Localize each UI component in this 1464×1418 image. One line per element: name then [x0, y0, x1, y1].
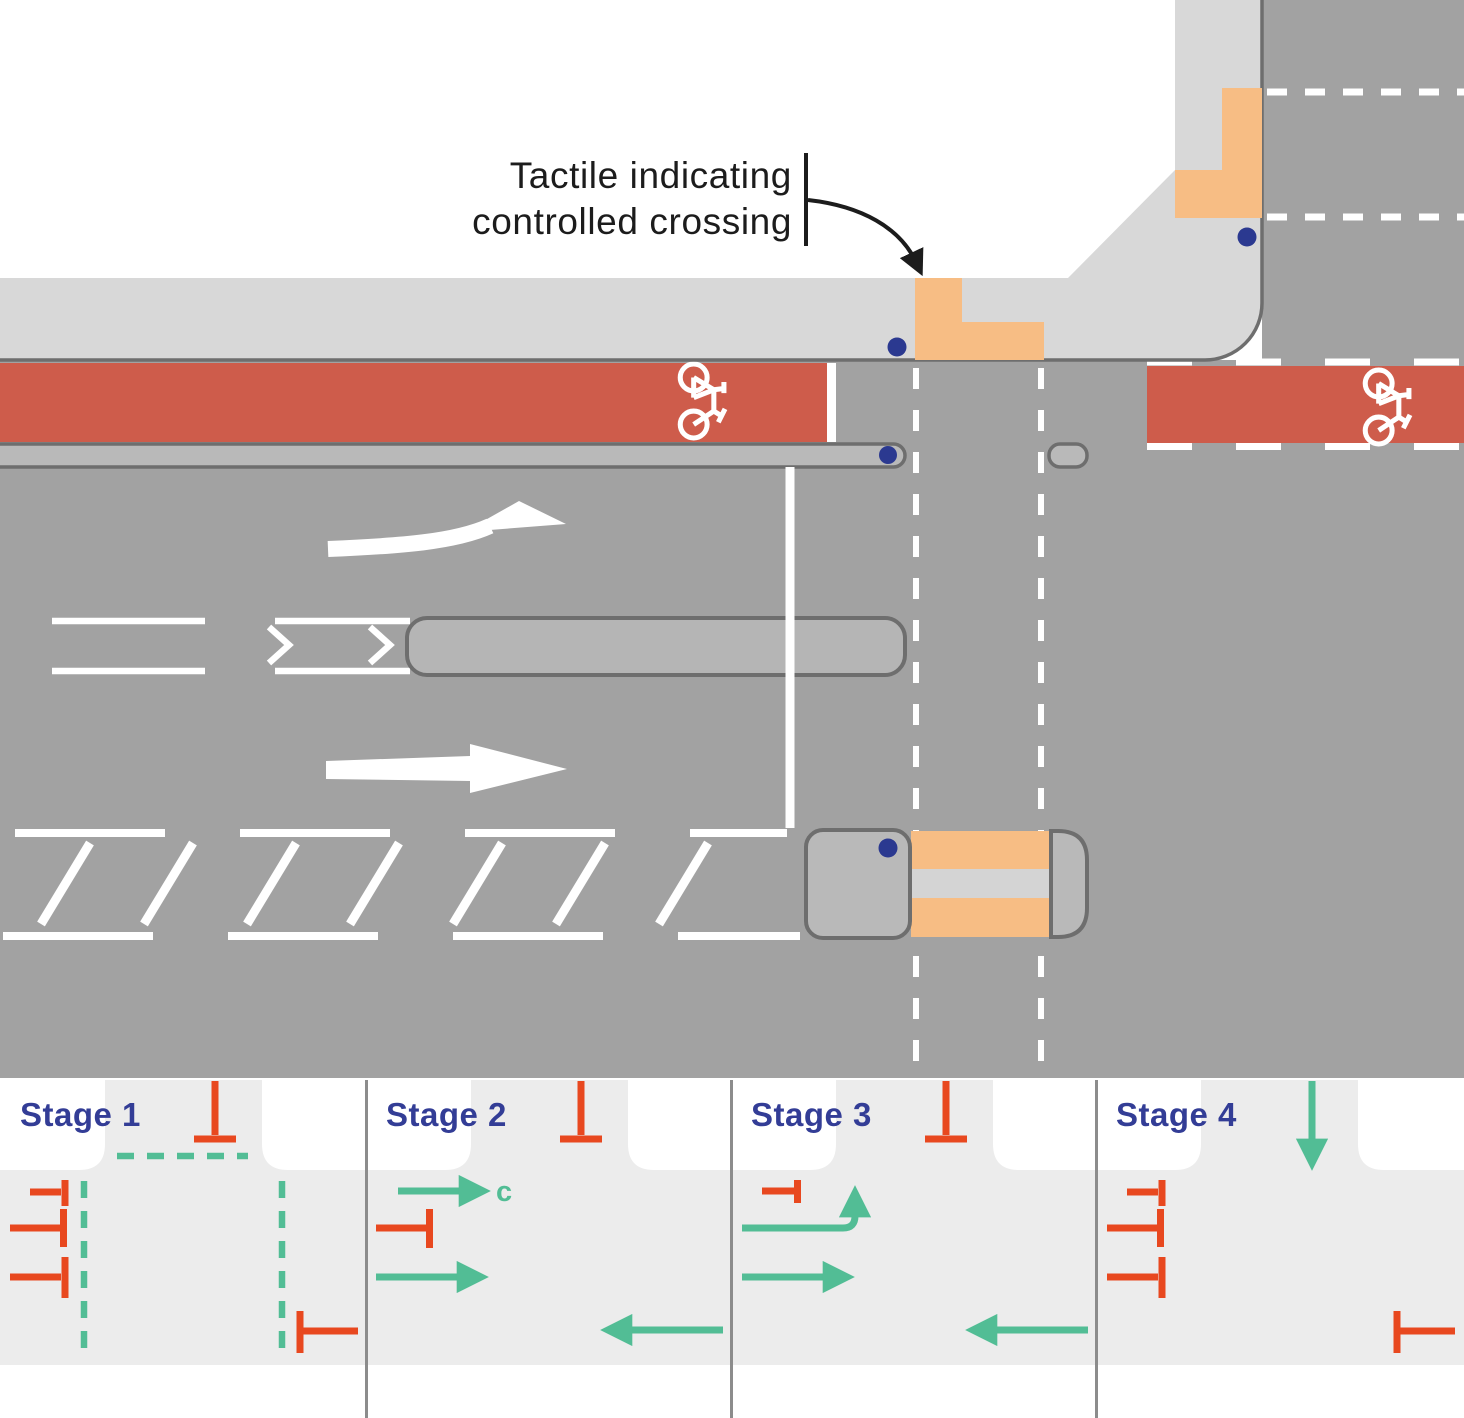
panel-dividers: [365, 1080, 1098, 1418]
stage-road-columns: [79, 1080, 1384, 1172]
stage-1-panel: Stage 1: [10, 1081, 358, 1353]
leader-arrow: [807, 198, 924, 277]
cycle-lane-buffer: [0, 442, 907, 469]
stop-through-west: [296, 1311, 358, 1353]
cycle-lane-west: [0, 363, 836, 442]
median-island: [405, 616, 907, 677]
stop-left-turn: [10, 1209, 67, 1247]
signal-pole-dot: [1237, 227, 1257, 247]
stopped-signal: [10, 1081, 358, 1353]
main-road-crossing-lines: [913, 368, 1044, 1078]
stop-through-west: [1393, 1311, 1455, 1353]
stop-top: [560, 1081, 602, 1143]
traffic-stop-line: [785, 467, 795, 828]
stop-cycle: [30, 1180, 69, 1206]
permitted-movements: [742, 1185, 1088, 1347]
annotation-line1: Tactile indicating: [510, 155, 792, 196]
stopped-signal: [1107, 1180, 1455, 1353]
stop-through-east: [10, 1257, 69, 1298]
tactile-paving-east: [1175, 88, 1262, 218]
cycle-lane-east: [1147, 358, 1464, 450]
stop-cycle: [1127, 1180, 1166, 1206]
stopped-signal: [376, 1081, 602, 1248]
side-road: [1262, 0, 1464, 360]
stage-4-panel: Stage 4: [1107, 1081, 1455, 1353]
stage-3-panel: Stage 3: [742, 1081, 1088, 1347]
merge-chevron: [367, 624, 395, 666]
merge-chevron: [266, 624, 294, 666]
stop-left-turn: [376, 1209, 433, 1248]
lane-markings: [52, 617, 410, 675]
stage-panels: Stage 1 Stage 2: [0, 1080, 1464, 1418]
annotation-line2: controlled crossing: [472, 201, 792, 242]
side-road-crossing-lines: [1267, 88, 1464, 221]
island-landing-east: [1049, 829, 1089, 939]
annotation-label: Tactile indicating controlled crossing: [472, 153, 924, 277]
stage-3-title: Stage 3: [751, 1096, 872, 1133]
go-left-turn: [742, 1185, 872, 1232]
main-junction-scene: Tactile indicating controlled crossing: [0, 0, 1464, 1078]
stage-2-title: Stage 2: [386, 1096, 507, 1133]
crossing-island: [804, 828, 1089, 940]
tactile-paving: [911, 831, 1050, 869]
island-landing-west: [804, 828, 912, 940]
tactile-paving: [911, 898, 1050, 937]
stop-top: [925, 1081, 967, 1143]
cycle-stop-line: [827, 363, 836, 442]
stop-left-turn: [1107, 1209, 1164, 1247]
signal-pole-dot: [887, 337, 907, 357]
tactile-paving-top: [915, 278, 1044, 360]
cycle-lane-buffer-stub: [1047, 442, 1089, 469]
footpath: [0, 0, 1262, 360]
stage-2-panel: Stage 2 c: [376, 1081, 723, 1347]
stage-1-title: Stage 1: [20, 1096, 141, 1133]
permitted-movements: [376, 1174, 723, 1347]
signal-pole-dot: [879, 446, 897, 464]
signal-poles: [879, 227, 1257, 464]
stop-top: [194, 1081, 236, 1143]
signal-pole-dot: [878, 838, 898, 858]
hatched-zone: [3, 829, 800, 940]
stage-4-title: Stage 4: [1116, 1096, 1237, 1133]
cyclist-marker: c: [496, 1176, 512, 1208]
straight-arrow: [326, 744, 567, 793]
stop-cycle: [762, 1180, 801, 1203]
stopped-signal: [762, 1081, 967, 1203]
walk-crossings: [80, 1152, 286, 1352]
stop-through-east: [1107, 1257, 1166, 1298]
main-road: [0, 360, 1464, 1078]
kerb-line: [0, 0, 1264, 362]
left-turn-arrow: [327, 501, 566, 557]
